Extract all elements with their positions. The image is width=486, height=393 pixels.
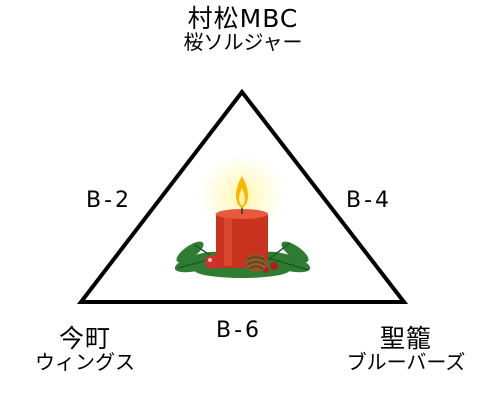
team-top-sub: 桜ソルジャー — [183, 30, 303, 55]
team-left-name: 今町 — [58, 324, 111, 353]
team-left-sub: ウィングス — [35, 350, 135, 375]
team-right: 聖籠 ブルーバーズ — [326, 324, 486, 375]
team-left: 今町 ウィングス — [0, 324, 170, 375]
match-label-bottom: B-6 — [216, 318, 263, 343]
team-right-name: 聖籠 — [379, 324, 432, 353]
match-label-right: B-4 — [346, 188, 393, 213]
team-top-name: 村松MBC — [187, 4, 299, 33]
triangle-outline — [76, 88, 409, 304]
team-right-sub: ブルーバーズ — [346, 350, 466, 375]
match-label-left: B-2 — [86, 188, 133, 213]
christmas-candle-icon — [174, 154, 311, 278]
team-top: 村松MBC 桜ソルジャー — [143, 4, 343, 55]
